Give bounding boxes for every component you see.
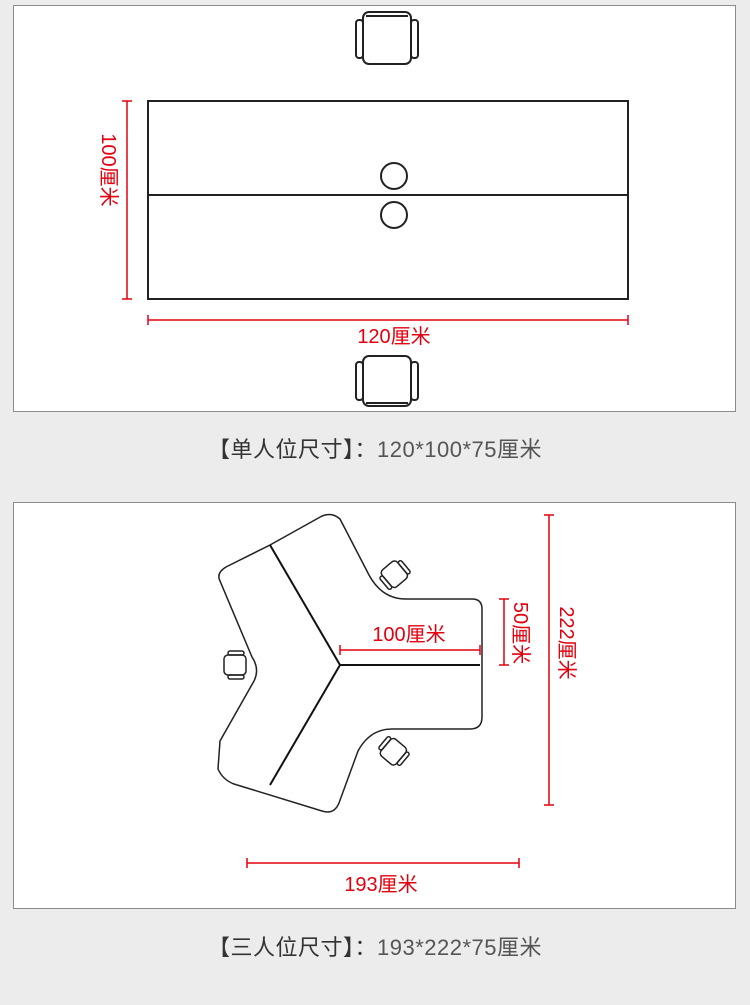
- depth-dimension: [122, 100, 132, 300]
- triple-desk-panel: 100厘米 50厘米 222厘米 193厘米: [13, 502, 736, 909]
- caption-label: 【三人位尺寸】：: [207, 935, 377, 960]
- overall-width-label: 193厘米: [344, 873, 417, 896]
- desk-top: [147, 100, 629, 300]
- chair-icon: [379, 559, 411, 591]
- height-label: 222厘米: [555, 606, 578, 679]
- arm-width-label: 50厘米: [509, 602, 532, 664]
- single-desk-drawing: 100厘米 120厘米: [97, 11, 629, 407]
- single-desk-panel: 100厘米 120厘米: [13, 5, 736, 412]
- desk-dividers: [269, 544, 480, 786]
- caption-value: 193*222*75厘米: [377, 935, 543, 960]
- grommet-icon: [380, 201, 408, 229]
- chair-icon: [223, 650, 247, 680]
- chair-icon: [378, 735, 410, 767]
- single-desk-caption: 【单人位尺寸】：120*100*75厘米: [0, 432, 750, 464]
- height-dimension: [544, 514, 554, 806]
- triple-desk-top: [217, 513, 483, 813]
- arm-length-label: 100厘米: [372, 623, 445, 646]
- triple-desk-caption: 【三人位尺寸】：193*222*75厘米: [0, 930, 750, 962]
- width-dimension: [147, 315, 629, 325]
- grommet-icon: [380, 162, 408, 190]
- chair-icon: [355, 11, 419, 65]
- chair-icon: [355, 355, 419, 407]
- triple-desk-drawing: 100厘米 50厘米 222厘米 193厘米: [217, 513, 578, 896]
- caption-label: 【单人位尺寸】：: [207, 437, 377, 462]
- arm-length-dimension: [339, 645, 481, 655]
- depth-label: 100厘米: [97, 133, 120, 206]
- width-label: 120厘米: [357, 325, 430, 348]
- caption-value: 120*100*75厘米: [377, 437, 543, 462]
- overall-width-dimension: [246, 858, 520, 868]
- arm-width-dimension: [499, 598, 509, 666]
